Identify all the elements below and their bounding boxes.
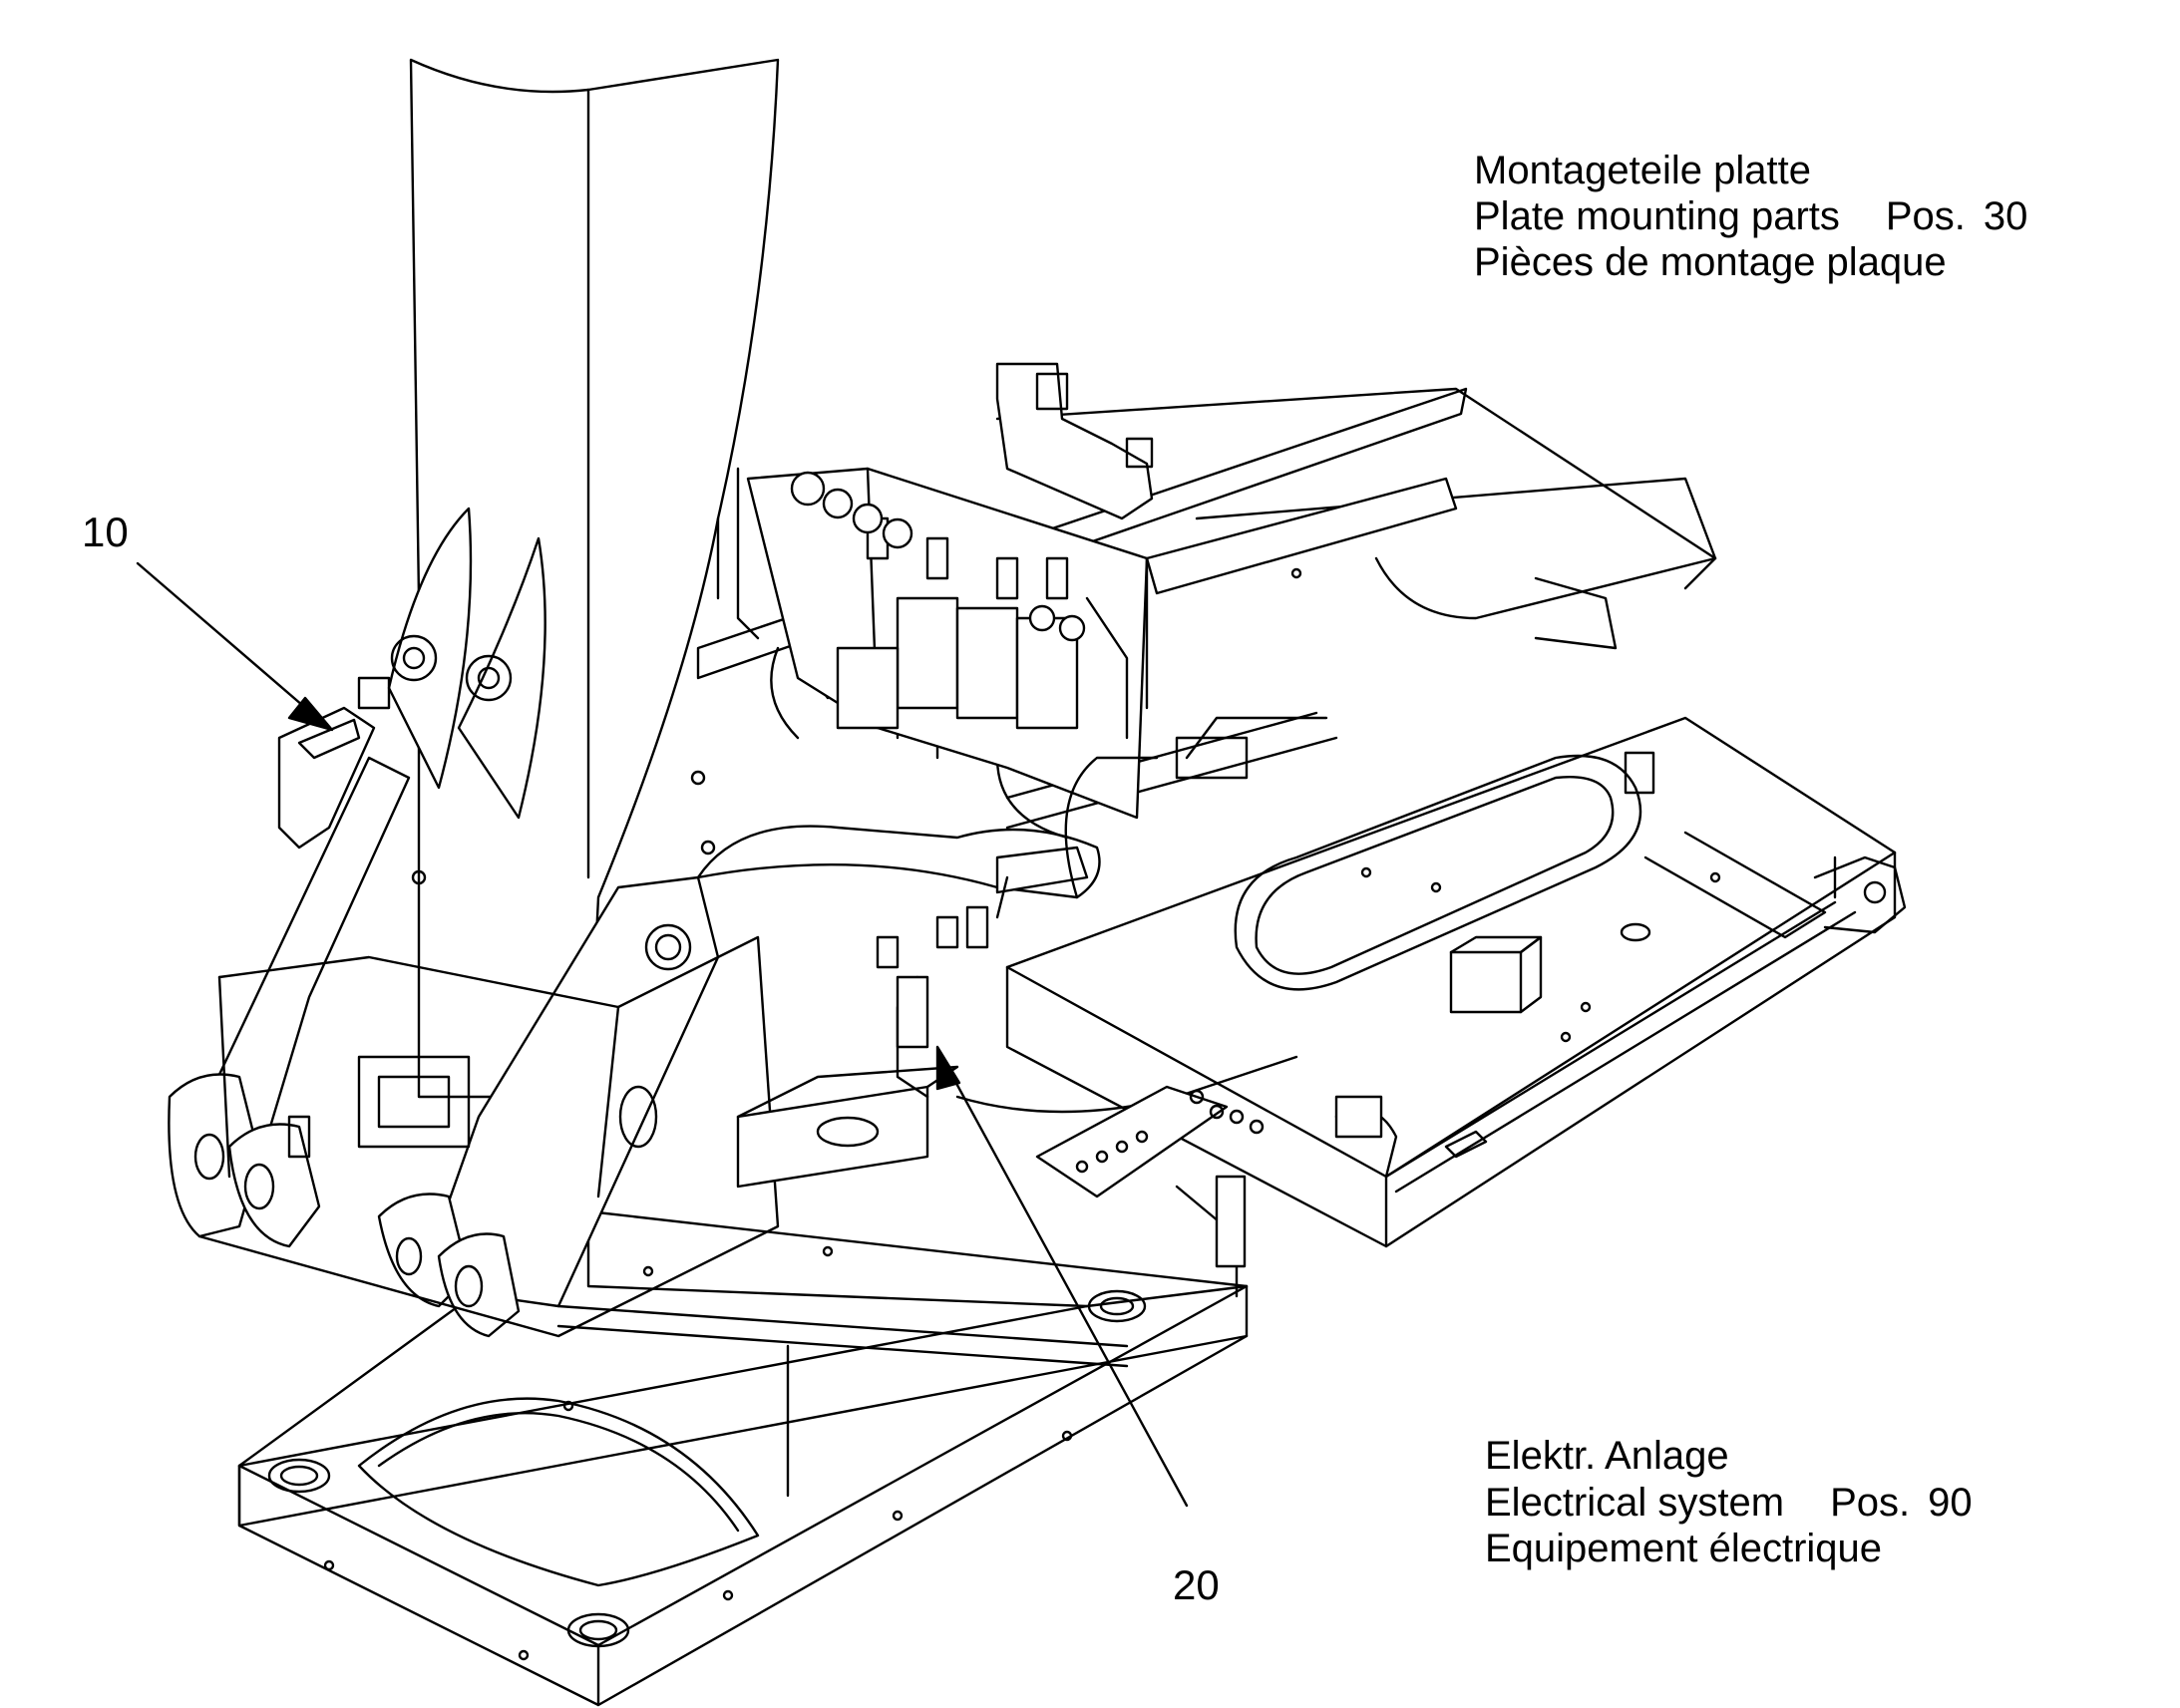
electrical-caption-french: Equipement électrique: [1485, 1527, 1883, 1570]
electrical-harness: [876, 875, 1398, 1298]
plate-pos-value: 30: [1983, 194, 2028, 238]
leader-line-10: [136, 561, 334, 732]
callout-20: 20: [1173, 1561, 1220, 1608]
electrical-pos-label: Pos.: [1830, 1481, 1911, 1525]
plate-caption-english: Plate mounting parts: [1474, 194, 1840, 238]
callout-10: 10: [82, 509, 129, 555]
plate-pos-label: Pos.: [1885, 194, 1966, 238]
control-valve-block: [746, 467, 1149, 820]
electrical-caption-english: Electrical system: [1485, 1481, 1785, 1525]
upper-frame-members: [716, 467, 1328, 899]
plate-caption-french: Pièces de montage plaque: [1474, 240, 1947, 284]
cover-plate-item-10: [277, 676, 391, 850]
electrical-pos-value: 90: [1928, 1481, 1973, 1525]
electrical-caption-german: Elektr. Anlage: [1485, 1434, 1729, 1478]
plate-caption-english-row: Plate mounting parts Pos. 30: [1474, 193, 2027, 239]
plate-caption-german: Montageteile platte: [1474, 149, 1812, 192]
electrical-caption-english-row: Electrical system Pos. 90: [1485, 1480, 1973, 1526]
front-base-plate: [237, 1209, 1249, 1707]
leader-line-20: [935, 1045, 1189, 1508]
